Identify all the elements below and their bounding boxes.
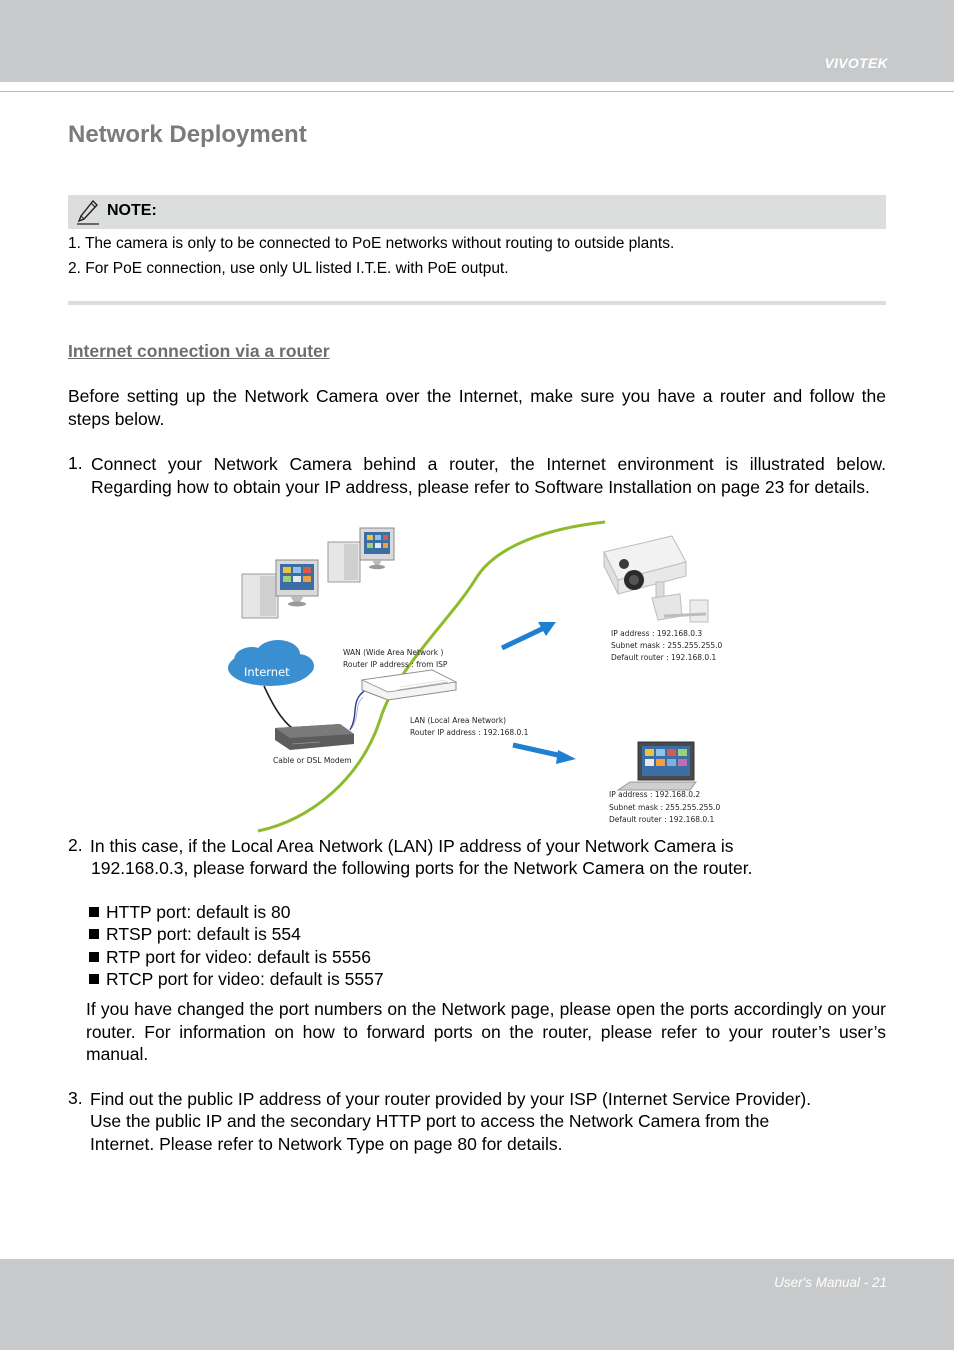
network-boundary-curve: [257, 520, 606, 833]
laptop: [616, 741, 697, 791]
brand-label: VIVOTEK: [824, 55, 888, 71]
page-title: Network Deployment: [68, 121, 307, 148]
lan-label: LAN (Local Area Network): [410, 716, 506, 725]
laptop-ip-address: IP address : 192.168.0.2: [609, 790, 700, 799]
arrow-to-camera: [500, 622, 556, 651]
camera-default-router: Default router : 192.168.0.1: [611, 653, 717, 662]
laptop-subnet-mask: Subnet mask : 255.255.255.0: [609, 803, 721, 812]
camera-ip-address: IP address : 192.168.0.3: [611, 629, 702, 638]
bullet-square-icon: [89, 974, 99, 984]
internet-cloud: [228, 640, 314, 686]
camera-subnet-mask: Subnet mask : 255.255.255.0: [611, 641, 723, 650]
desktop-computer-2: [327, 527, 395, 583]
header-bar: VIVOTEK: [0, 0, 954, 82]
note-line-2: 2. For PoE connection, use only UL liste…: [68, 260, 509, 277]
step3-line-1: Find out the public IP address of your r…: [90, 1089, 812, 1109]
pencil-icon: [77, 199, 99, 225]
port-item-rtcp: RTCP port for video: default is 5557: [89, 969, 384, 990]
section-heading: Internet connection via a router: [68, 341, 330, 361]
bullet-square-icon: [89, 907, 99, 917]
router: [360, 669, 458, 701]
laptop-default-router: Default router : 192.168.0.1: [609, 815, 715, 824]
step3-line-3: Internet. Please refer to Network Type o…: [90, 1134, 563, 1154]
bullet-square-icon: [89, 929, 99, 939]
modem-label: Cable or DSL Modem: [273, 756, 352, 765]
bullet-square-icon: [89, 952, 99, 962]
step2-line-2: 192.168.0.3, please forward the followin…: [91, 858, 753, 878]
step1-number: 1.: [68, 453, 83, 473]
wan-router-ip: Router IP address : from ISP: [343, 660, 448, 669]
step3-line-2: Use the public IP and the secondary HTTP…: [90, 1111, 770, 1131]
section-divider: [68, 301, 886, 305]
desktop-computer-1: [241, 559, 319, 619]
step1-text: Connect your Network Camera behind a rou…: [91, 454, 886, 497]
network-diagram: Internet Cable or DSL Modem WAN (Wide Ar…: [228, 520, 723, 833]
wan-label: WAN (Wide Area Network ): [343, 648, 443, 657]
cloud-modem-cable: [263, 685, 299, 733]
step2-number: 2.: [68, 835, 83, 855]
lan-router-ip: Router IP address : 192.168.0.1: [410, 728, 529, 737]
modem: [275, 724, 354, 750]
port-item-rtp: RTP port for video: default is 5556: [89, 947, 371, 968]
port-item-http: HTTP port: default is 80: [89, 902, 291, 923]
network-camera: [603, 535, 709, 623]
page-number: User's Manual - 21: [774, 1275, 887, 1290]
note-label: NOTE:: [107, 202, 157, 219]
step3-number: 3.: [68, 1088, 83, 1108]
step2-line-1: In this case, if the Local Area Network …: [90, 836, 734, 856]
step2-followup: If you have changed the port numbers on …: [86, 999, 886, 1064]
intro-paragraph: Before setting up the Network Camera ove…: [68, 386, 886, 429]
internet-label: Internet: [244, 665, 290, 679]
header-divider: [0, 91, 954, 92]
note-line-1: 1. The camera is only to be connected to…: [68, 235, 675, 252]
footer-bar: [0, 1259, 954, 1350]
arrow-to-laptop: [512, 742, 576, 764]
note-bar: NOTE:: [68, 195, 886, 229]
port-item-rtsp: RTSP port: default is 554: [89, 924, 301, 945]
